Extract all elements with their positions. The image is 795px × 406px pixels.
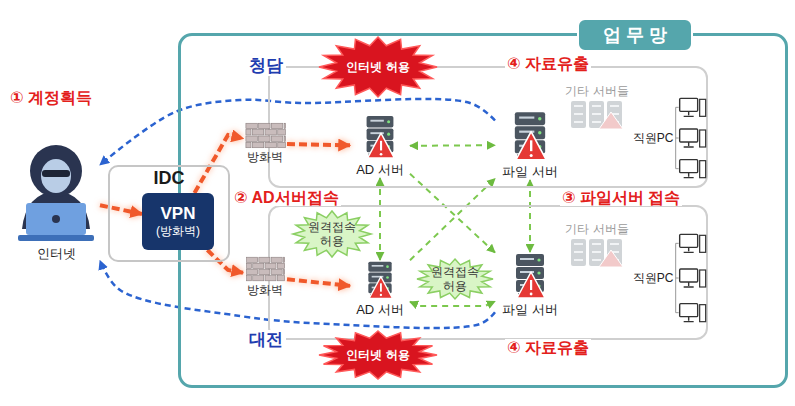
attack-path	[287, 144, 350, 145]
callout-anchor: ④ 자료유출	[505, 338, 591, 357]
node-label: 인터넷 허용	[346, 59, 409, 76]
node-label: 인터넷 허용	[346, 347, 409, 364]
node-label: 기타 서버들	[565, 222, 628, 236]
firewall-graphic	[243, 122, 287, 150]
remote-access-link	[410, 174, 495, 253]
remote-access-link	[410, 144, 495, 147]
server-group-graphic	[562, 100, 632, 130]
server-graphic	[495, 110, 565, 162]
firewall-graphic	[243, 256, 287, 283]
attack-path	[287, 279, 350, 286]
callout-anchor: ③ 파일서버 접속	[560, 188, 682, 207]
step-callout: ③ 파일서버 접속	[560, 189, 682, 206]
step-callout: ④ 자료유출	[505, 339, 591, 356]
region-heading: 대전	[246, 330, 286, 350]
alert-burst: 인터넷 허용	[318, 330, 438, 380]
attacker-icon: 인터넷	[12, 130, 100, 262]
vpn-box: VPN(방화벽)	[142, 193, 214, 250]
access-burst: 원격접속 허용	[292, 210, 372, 258]
pc-group: 직원PC	[633, 226, 708, 330]
site-zone: 원격접속 허용원격접속 허용AD 서버파일 서버기타 서버들직원PC대전	[268, 205, 708, 340]
attacker-graphic	[12, 130, 100, 244]
remote-access-link	[410, 301, 495, 306]
server-group: 기타 서버들	[562, 222, 632, 268]
server-icon: 파일 서버	[495, 252, 565, 318]
region-heading: 업 무 망	[577, 18, 693, 52]
firewall-icon: 방화벽	[243, 122, 287, 165]
node-label: AD 서버	[356, 302, 404, 318]
remote-access-link	[410, 179, 495, 261]
server-icon: AD 서버	[350, 114, 410, 178]
server-group-graphic	[562, 238, 632, 268]
site-zone: AD 서버파일 서버기타 서버들직원PC청담	[268, 66, 708, 188]
step-callout: ② AD서버접속	[232, 189, 341, 206]
node-label: 직원PC	[633, 130, 674, 147]
node-label: 방화벽	[247, 150, 283, 165]
step-callout: ① 계정획득	[8, 89, 94, 106]
idc-box: VPN(방화벽) IDC	[108, 165, 230, 262]
node-label: 인터넷	[37, 245, 76, 262]
server-icon: AD 서버	[350, 260, 410, 318]
attack-path	[100, 205, 142, 214]
exfiltration-path	[100, 99, 495, 165]
node-sublabel: (방화벽)	[156, 224, 200, 239]
callout-anchor: ② AD서버접속	[232, 188, 341, 207]
firewall-icon: 방화벽	[243, 256, 287, 298]
node-label: AD 서버	[356, 162, 404, 178]
server-group: 기타 서버들	[562, 84, 632, 130]
server-graphic	[495, 252, 565, 300]
network-zone: AD 서버파일 서버기타 서버들직원PC청담원격접속 허용원격접속 허용AD 서…	[178, 33, 788, 388]
region-heading: IDC	[154, 168, 185, 189]
step-callout: ④ 자료유출	[505, 55, 591, 72]
access-burst: 원격접속 허용	[416, 258, 494, 300]
node-label: 직원PC	[633, 270, 674, 287]
node-label: 원격접속 허용	[429, 265, 481, 293]
node-label: 파일 서버	[502, 302, 558, 318]
region-heading: 청담	[246, 56, 286, 76]
attack-path	[194, 135, 243, 193]
node-label: 기타 서버들	[565, 84, 628, 98]
node-label: 원격접속 허용	[306, 220, 358, 248]
callout-anchor: ① 계정획득	[8, 88, 94, 107]
server-icon: 파일 서버	[495, 110, 565, 180]
remote-access-link	[529, 180, 531, 252]
server-graphic	[350, 260, 410, 300]
pc-group: 직원PC	[633, 92, 708, 184]
server-graphic	[350, 114, 410, 160]
remote-access-link	[379, 178, 381, 260]
exfiltration-path	[100, 261, 495, 328]
node-label: VPN	[161, 204, 196, 224]
callout-anchor: ④ 자료유출	[505, 54, 591, 73]
alert-burst: 인터넷 허용	[318, 36, 438, 98]
node-label: 파일 서버	[502, 164, 558, 180]
node-label: 방화벽	[247, 283, 283, 298]
